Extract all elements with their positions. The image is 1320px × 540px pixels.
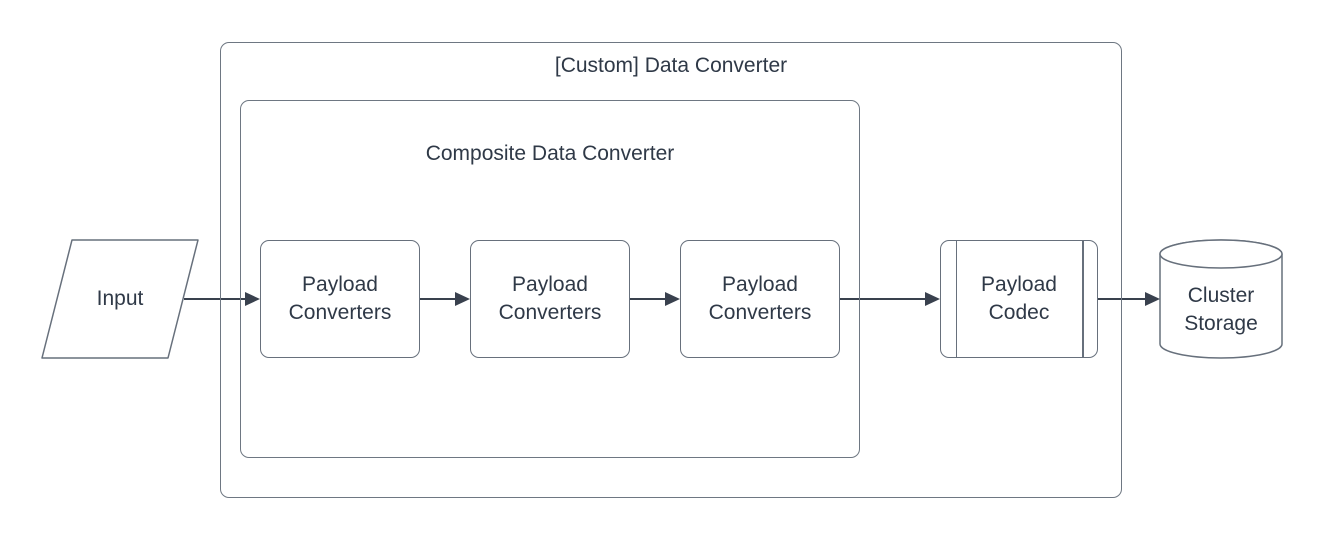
arrow-input-to-converters-1 [184, 292, 260, 306]
cluster-storage-label: Cluster Storage [1184, 284, 1258, 335]
codec-right-bar [1082, 241, 1084, 357]
arrow-converters-1-to-2 [420, 292, 470, 306]
arrow-converters-2-to-3 [630, 292, 680, 306]
input-label: Input [96, 287, 144, 310]
codec-left-bar [955, 241, 957, 357]
node-payload-converters-1: Payload Converters [260, 240, 420, 358]
custom-data-converter-title: [Custom] Data Converter [554, 54, 788, 77]
payload-converters-3-label: Payload Converters [708, 273, 812, 324]
node-payload-converters-3: Payload Converters [680, 240, 840, 358]
payload-codec-label: Payload Codec [981, 273, 1057, 324]
input-parallelogram-shape [41, 239, 199, 359]
node-payload-converters-2: Payload Converters [470, 240, 630, 358]
arrow-converters-3-to-codec [840, 292, 940, 306]
arrow-codec-to-storage [1098, 292, 1160, 306]
custom-data-converter-container: [Custom] Data Converter [220, 42, 1122, 498]
composite-data-converter-container: Composite Data Converter [240, 100, 860, 458]
payload-converters-1-label: Payload Converters [288, 273, 392, 324]
cluster-storage-cylinder-top [1159, 239, 1283, 269]
payload-converters-2-label: Payload Converters [498, 273, 602, 324]
composite-data-converter-title: Composite Data Converter [425, 142, 675, 165]
node-payload-codec: Payload Codec [940, 240, 1098, 358]
